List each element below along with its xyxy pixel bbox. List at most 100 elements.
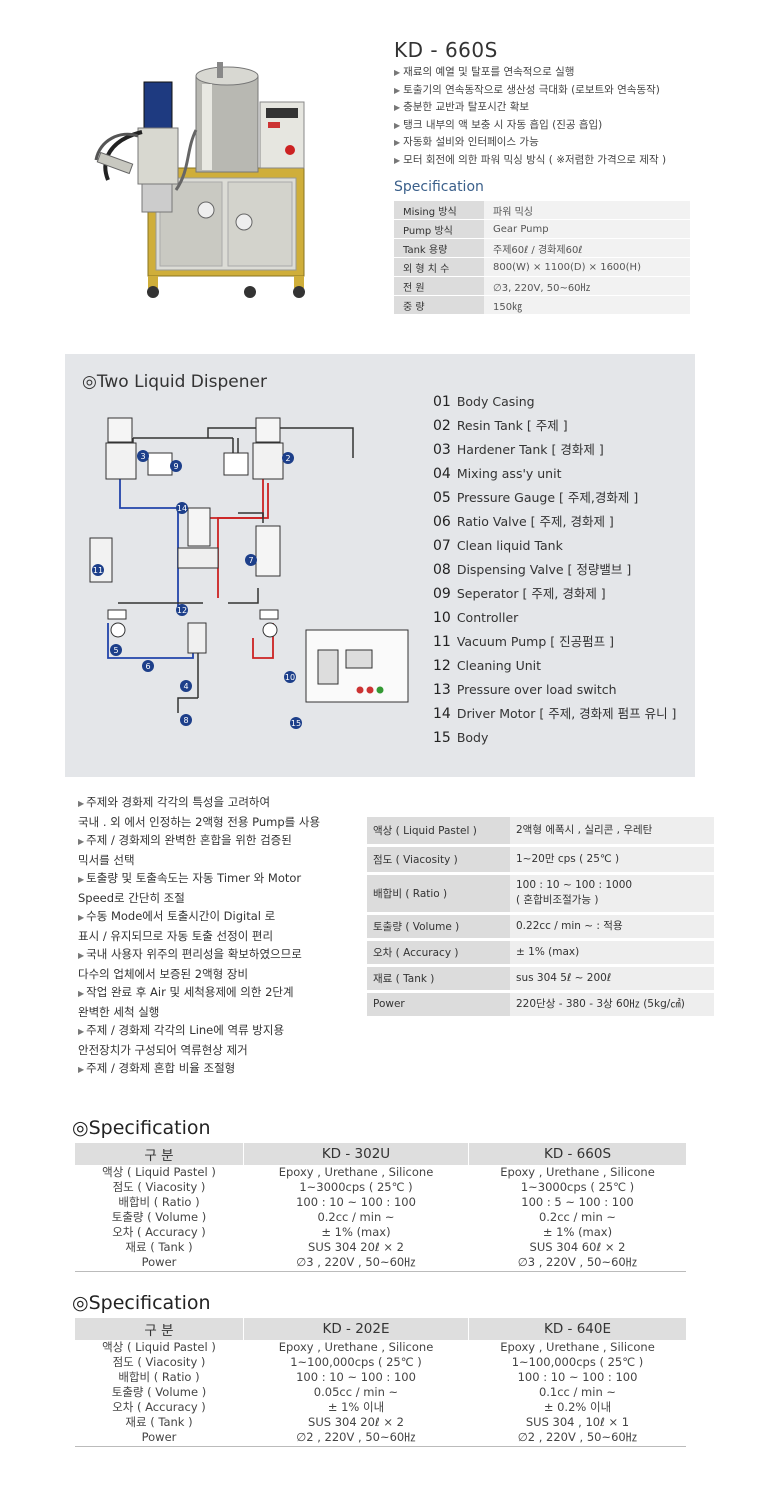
- detail-spec-line: 0.22cc / min ~ : 적용: [516, 919, 623, 932]
- description-line: ▶작업 완료 후 Air 및 세척용제에 의한 2단계: [78, 983, 348, 1003]
- description-line: ▶주제 / 경화제 각각의 Line에 역류 방지용: [78, 1021, 348, 1041]
- spec-table-cell: ± 1% (max): [468, 1225, 686, 1240]
- description-line: ▶주제 / 경화제의 완벽한 혼합을 위한 검증된: [78, 831, 348, 851]
- spec-table-cell: 액상 ( Liquid Pastel ): [102, 1165, 216, 1179]
- part-number: 03: [433, 442, 451, 458]
- model-title: KD - 660S: [394, 38, 498, 62]
- arrow-icon: ▶: [78, 989, 85, 998]
- description-text: 다수의 업체에서 보증된 2액형 장비: [78, 967, 249, 981]
- arrow-icon: ▶: [78, 875, 85, 884]
- detail-spec-line: ( 혼합비조절가능 ): [516, 894, 599, 906]
- detail-spec-row: 액상 ( Liquid Pastel )2액형 에폭시 , 실리콘 , 우레탄: [367, 817, 714, 847]
- panel-title: ◎Two Liquid Dispener: [82, 372, 267, 392]
- part-name: Vacuum Pump [ 진공펌프 ]: [456, 634, 614, 649]
- description-text: 안전장치가 구성되어 역류현상 제거: [78, 1043, 248, 1057]
- part-item: 08 Dispensing Valve [ 정량밸브 ]: [433, 558, 676, 582]
- part-item: 12 Cleaning Unit: [433, 654, 676, 678]
- part-name: Seperator [ 주제, 경화제 ]: [456, 586, 606, 601]
- spec-table-cell: 0.05cc / min ~: [243, 1385, 469, 1400]
- spec-row: 전 원∅3, 220V, 50~60㎐: [394, 276, 690, 296]
- description-line: ▶주제 / 경화제 혼합 비율 조절형: [78, 1059, 348, 1079]
- diagram-label-2: 2: [285, 454, 290, 463]
- part-name: Body: [456, 730, 489, 745]
- detail-spec-line: 1~20만 cps ( 25℃ ): [516, 852, 620, 865]
- arrow-icon: ▶: [394, 155, 401, 165]
- spec-table-cell: 액상 ( Liquid Pastel ): [102, 1340, 216, 1354]
- feature-item: ▶자동화 설비와 인터페이스 가능: [394, 136, 539, 148]
- description-line: 완벽한 세척 실행: [78, 1003, 348, 1021]
- spec-table-row: 점도 ( Viacosity )1~3000cps ( 25℃ )1~3000c…: [75, 1180, 686, 1195]
- spec-table-cell: 1~100,000cps ( 25℃ ): [468, 1355, 686, 1370]
- arrow-icon: ▶: [394, 68, 401, 77]
- diagram-label-7: 7: [248, 556, 253, 565]
- part-number: 08: [433, 562, 451, 578]
- part-number: 11: [433, 634, 451, 650]
- detail-spec-line: ± 1% (max): [516, 945, 580, 958]
- part-number: 07: [433, 538, 451, 554]
- spec-table-header: 구 분: [75, 1143, 244, 1165]
- spec-table-row: 액상 ( Liquid Pastel ) Epoxy , Urethane , S…: [75, 1340, 686, 1355]
- spec-key: Mising 방식: [394, 201, 484, 220]
- description-text: 주제 / 경화제 각각의 Line에 역류 방지용: [86, 1023, 285, 1037]
- feature-item: ▶충분한 교반과 탈포시간 확보: [394, 101, 530, 113]
- spec-table-cell: 0.2cc / min ~: [243, 1210, 469, 1225]
- spec-table-cell: 1~3000cps ( 25℃ ): [243, 1180, 469, 1195]
- arrow-icon: ▶: [78, 799, 85, 808]
- spec-table-cell: ± 1% 이내: [243, 1400, 469, 1415]
- detail-spec-row: 토출량 ( Volume )0.22cc / min ~ : 적용: [367, 913, 714, 941]
- detail-spec-line: 100 : 10 ~ 100 : 1000: [516, 879, 633, 891]
- part-item: 11 Vacuum Pump [ 진공펌프 ]: [433, 630, 676, 654]
- diagram-label-10: 10: [285, 673, 295, 682]
- description-text: 주제 / 경화제 혼합 비율 조절형: [86, 1061, 236, 1075]
- diagram-label-6: 6: [145, 662, 150, 671]
- part-number: 01: [433, 394, 451, 410]
- spec-table-row: 토출량 ( Volume )0.05cc / min ~0.1cc / min …: [75, 1385, 686, 1400]
- description-text: 주제와 경화제 각각의 특성을 고려하여: [86, 795, 271, 809]
- spec-table-row: 점도 ( Viacosity )1~100,000cps ( 25℃ )1~10…: [75, 1355, 686, 1370]
- detail-spec-line: 220단상 - 380 - 3상 60㎐ (5kg/㎠): [516, 997, 685, 1010]
- arrow-icon: ▶: [394, 120, 401, 130]
- description-line: 표시 / 유지되므로 자동 토출 선정이 편리: [78, 927, 348, 945]
- spec-table-cell: 오차 ( Accuracy ): [112, 1400, 206, 1414]
- spec-table-cell: 0.2cc / min ~: [468, 1210, 686, 1225]
- spec-table-header: KD - 660S: [468, 1143, 686, 1165]
- description-line: ▶주제와 경화제 각각의 특성을 고려하여: [78, 793, 348, 813]
- part-number: 02: [433, 418, 451, 434]
- diagram-panel: [65, 354, 695, 777]
- spec-key: 외 형 치 수: [394, 257, 484, 277]
- spec-table-cell: ∅2 , 220V , 50~60㎐: [243, 1430, 469, 1447]
- spec-table-cell: Epoxy , Urethane , Silicone: [468, 1340, 686, 1355]
- diagram-label-3: 3: [140, 452, 145, 461]
- arrow-icon: ▶: [78, 837, 85, 846]
- part-item: 05 Pressure Gauge [ 주제,경화제 ]: [433, 486, 676, 510]
- arrow-icon: ▶: [78, 1065, 85, 1074]
- part-number: 10: [433, 610, 451, 626]
- detail-spec-row: 점도 ( Viacosity )1~20만 cps ( 25℃ ): [367, 845, 714, 875]
- feature-item: ▶모터 회전에 의한 파워 믹싱 방식 ( ※저렴한 가격으로 제작 ): [394, 153, 667, 166]
- spec-table-cell: Power: [75, 1255, 244, 1272]
- spec-value: 800(W) × 1100(D) × 1600(H): [484, 257, 690, 277]
- description-line: 안전장치가 구성되어 역류현상 제거: [78, 1041, 348, 1059]
- detail-spec-key: 배합비 ( Ratio ): [367, 873, 510, 915]
- spec-table-row: 토출량 ( Volume )0.2cc / min ~0.2cc / min ~: [75, 1210, 686, 1225]
- part-name: Pressure over load switch: [456, 682, 617, 697]
- description-line: Speed로 간단히 조절: [78, 889, 348, 907]
- part-name: Pressure Gauge [ 주제,경화제 ]: [456, 490, 639, 505]
- spec-heading: Specification: [394, 179, 484, 195]
- part-item: 10 Controller: [433, 606, 676, 630]
- detail-spec-value: sus 304 5ℓ ~ 200ℓ: [510, 965, 714, 993]
- spec-value: 파워 믹싱: [484, 201, 690, 220]
- spec-table-cell: SUS 304 60ℓ × 2: [468, 1240, 686, 1255]
- arrow-icon: ▶: [394, 85, 401, 95]
- spec-table-cell: ∅3 , 220V , 50~60㎐: [468, 1255, 686, 1272]
- spec-table-cell: 100 : 10 ~ 100 : 100: [243, 1370, 469, 1385]
- spec-table-cell: 토출량 ( Volume ): [111, 1385, 207, 1399]
